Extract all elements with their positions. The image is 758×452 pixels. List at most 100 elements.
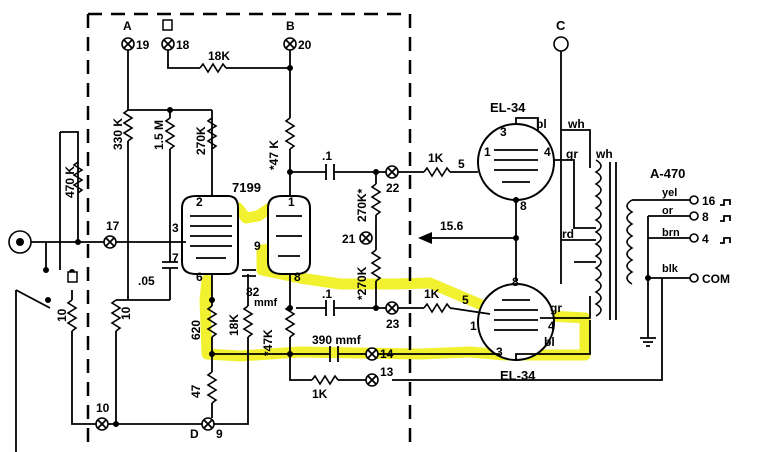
terminal-13-label: 13 [380,365,394,379]
resistor-270k-a-label: 270K [194,126,208,155]
pin-7-label: 7 [172,251,179,265]
terminal-23 [385,301,399,315]
capacitor-1-top-label: .1 [322,149,332,163]
top-pin-3-label: 3 [500,125,507,139]
terminal-c-label: C [556,18,566,33]
lead-or: or [662,205,674,217]
capacitor-1-mid-label: .1 [322,287,332,301]
terminal-21-label: 21 [342,232,356,246]
terminal-b-label: B [286,19,295,33]
resistor-270k-b [370,183,382,216]
el34-top-label: EL-34 [490,100,526,115]
square-marker [162,19,173,31]
chassis-boundary [86,12,412,448]
terminal-9 [201,417,215,431]
resistor-18k-top [199,62,227,74]
terminal-23-label: 23 [386,317,400,331]
resistor-470k [72,161,84,194]
top-pin-1-label: 1 [484,145,491,159]
el34-bottom-tube [477,283,555,361]
resistor-470k-label: 470 K [63,166,77,198]
resistor-18k-b-label: 18K [227,314,241,336]
terminal-19 [121,37,135,51]
terminal-20-label: 20 [298,38,312,52]
terminal-17 [103,235,117,249]
bias-arrow [418,232,432,244]
transformer-primary [594,159,602,317]
capacitor-05-label: .05 [138,274,155,288]
resistor-10-a [66,299,78,332]
terminal-18 [161,37,175,51]
terminal-13 [365,373,379,387]
terminal-c [553,36,569,52]
pin-9-label: 9 [254,239,261,253]
resistor-1-5m-label: 1.5 M [152,120,166,150]
resistor-270k-b-label: 270K* [355,188,369,222]
resistor-18k-b [242,305,254,338]
square-marker-2 [67,271,78,283]
terminal-d-label: D [190,427,199,441]
terminal-21 [359,231,373,245]
resistor-1k-b-label: 1K [424,287,440,301]
tube-7199-label: 7199 [232,180,261,195]
output-16-terminal [689,195,699,205]
wire-bl-bot: bl [544,335,555,349]
terminal-20 [283,37,297,51]
top-pin-4-label: 4 [544,145,551,159]
bot-pin-5-label: 5 [462,293,469,307]
resistor-270k-c-label: *270K [355,266,369,300]
terminal-9-label: 9 [216,427,223,441]
output-8-terminal [689,211,699,221]
resistor-47-label: 47 [189,384,203,398]
resistor-620-label: 620 [189,320,203,340]
terminal-19-label: 19 [136,38,150,52]
resistor-18k-top-label: 18K [208,49,230,63]
resistor-1-5m [164,117,176,150]
bot-pin-8-label: 8 [512,275,519,289]
resistor-330k [122,109,134,142]
output-16-label: 16 [702,194,716,208]
switch-10-label: 10 [55,308,69,322]
resistor-47k-b [284,305,296,338]
resistor-10-b [110,299,122,332]
top-pin-5-label: 5 [458,157,465,171]
wire-gr-bot: gr [550,301,562,315]
lead-yel: yel [662,187,677,199]
terminal-22 [385,165,399,179]
transformer-secondary [626,199,634,285]
top-pin-8-label: 8 [520,199,527,213]
terminal-a-label: A [123,19,132,33]
transformer-name: A-470 [650,166,685,181]
resistor-270k-c [370,249,382,282]
terminal-10-label: 10 [96,401,110,415]
resistor-1k-a [423,166,451,178]
pin-8-label: 8 [294,270,301,284]
tube-7199-pentode [181,195,239,275]
junction-dots [75,65,651,427]
terminal-18-label: 18 [176,38,190,52]
capacitor-82-unit: mmf [254,297,278,309]
terminal-17-label: 17 [106,219,120,233]
resistor-1k-c [311,374,339,386]
resistor-10-b-label: 10 [119,306,133,320]
pin-6-label: 6 [196,270,203,284]
capacitor-390-label: 390 mmf [312,333,362,347]
resistor-47 [206,371,218,404]
terminal-14 [365,347,379,361]
resistor-1k-b [423,302,451,314]
lead-brn: brn [662,227,680,239]
resistor-47k-a [284,117,296,150]
resistor-1k-c-label: 1K [312,387,328,401]
terminal-10 [95,417,109,431]
output-8-label: 8 [702,210,709,224]
bot-pin-1-label: 1 [470,319,477,333]
wire-wh-top: wh [567,117,585,131]
pin-2-label: 2 [196,195,203,209]
wire-wh-side: wh [595,147,613,161]
resistor-1k-a-label: 1K [428,151,444,165]
output-4-terminal [689,233,699,243]
bot-pin-4-label: 4 [548,319,555,333]
output-com-label: COM [702,272,730,286]
capacitor-82-label: 82 [246,285,260,299]
